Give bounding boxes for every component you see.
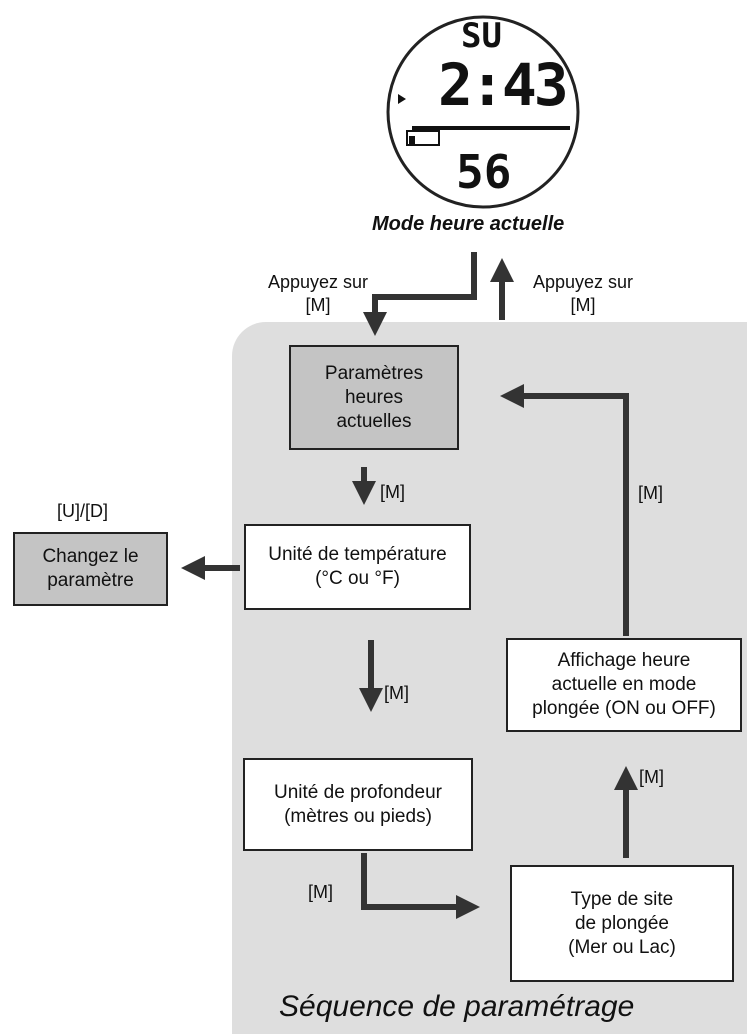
current-time-settings-box: Paramètres heures actuelles <box>289 345 459 450</box>
ud-label: [U]/[D] <box>57 501 109 521</box>
change-setting-box: Changez le paramètre <box>13 532 168 606</box>
dive-site-type-box: Type de site de plongée (Mer ou Lac) <box>510 865 734 982</box>
m-label-4: [M] <box>639 767 664 787</box>
press-m-label-right: Appuyez sur [M] <box>532 272 634 315</box>
sequence-title: Séquence de paramétrage <box>279 990 635 1023</box>
watch-day: SU <box>461 16 502 56</box>
arrow-display-to-settings <box>500 384 629 636</box>
temperature-unit-box: Unité de température (°C ou °F) <box>244 524 471 610</box>
watch-seconds: 56 <box>456 145 512 199</box>
depth-unit-box: Unité de profondeur (mètres ou pieds) <box>243 758 473 851</box>
arrow-watch-to-settings <box>363 252 477 336</box>
m-label-3: [M] <box>308 882 333 902</box>
dive-time-display-box: Affichage heure actuelle en mode plongée… <box>506 638 742 732</box>
m-label-1: [M] <box>380 482 405 502</box>
m-label-2: [M] <box>384 683 409 703</box>
watch-time: 2:43 <box>438 51 569 119</box>
arrow-depth-to-divesite <box>361 853 480 919</box>
mode-caption: Mode heure actuelle <box>372 213 565 235</box>
m-label-5: [M] <box>638 483 663 503</box>
press-m-label-left: Appuyez sur [M] <box>267 272 369 315</box>
